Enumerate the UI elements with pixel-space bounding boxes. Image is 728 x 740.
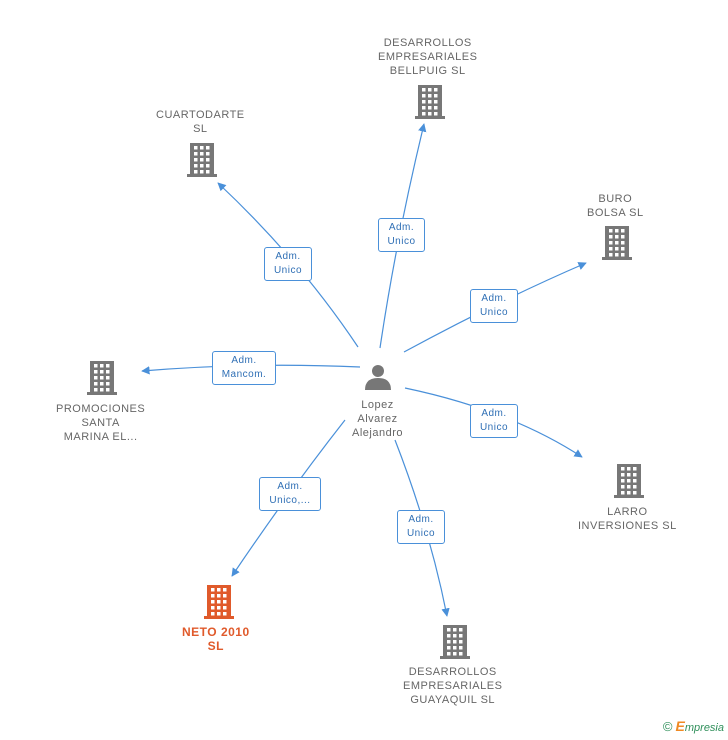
company-name-line: MARINA EL... [63, 431, 138, 443]
copyright-symbol: © [662, 719, 673, 734]
company-name-line: INVERSIONES SL [578, 520, 677, 532]
company-label-cuartodarte[interactable]: CUARTODARTE SL [156, 108, 245, 136]
building-icon [204, 585, 234, 619]
building-icon [614, 464, 644, 498]
edge-label-promociones-santa-marina[interactable]: Adm. Mancom. [212, 351, 276, 385]
edge-label-desarrollos-guayaquil[interactable]: Adm. Unico [397, 510, 445, 544]
person-name-line: Alejandro [352, 427, 403, 439]
person-name-line: Alvarez [357, 413, 398, 425]
company-name-line: NETO 2010 [182, 625, 250, 639]
building-icon [602, 226, 632, 260]
edge-label-line: Unico [273, 265, 303, 276]
edge-label-cuartodarte[interactable]: Adm. Unico [264, 247, 312, 281]
edge-label-line: Adm. [408, 514, 434, 525]
company-name-line: BELLPUIG SL [389, 65, 466, 77]
edge-label-neto-2010[interactable]: Adm. Unico,... [259, 477, 321, 511]
company-name-line: BOLSA SL [587, 207, 644, 219]
company-name-line: EMPRESARIALES [378, 51, 478, 63]
edge-label-line: Unico [479, 307, 509, 318]
brand-name: mpresia [684, 722, 724, 734]
edge-label-line: Mancom. [221, 369, 267, 380]
edge-label-line: Unico [406, 528, 436, 539]
company-label-desarrollos-guayaquil[interactable]: DESARROLLOS EMPRESARIALES GUAYAQUIL SL [403, 665, 502, 707]
company-name-line: CUARTODARTE [156, 109, 245, 121]
building-icon [415, 85, 445, 119]
company-name-line: PROMOCIONES [56, 403, 146, 415]
brand-initial: E [675, 718, 685, 734]
edge-label-line: Adm. [481, 408, 507, 419]
edge-label-line: Adm. [275, 251, 301, 262]
company-name-line: SL [193, 123, 208, 135]
company-label-desarrollos-bellpuig[interactable]: DESARROLLOS EMPRESARIALES BELLPUIG SL [378, 36, 477, 78]
company-name-line: DESARROLLOS [408, 666, 497, 678]
edge-label-line: Unico,... [269, 495, 311, 506]
edge-label-line: Unico [479, 422, 509, 433]
company-name-line: SL [207, 639, 224, 653]
person-icon [365, 365, 391, 390]
company-name-line: EMPRESARIALES [403, 680, 503, 692]
edge-label-desarrollos-bellpuig[interactable]: Adm. Unico [378, 218, 425, 252]
edge-label-line: Adm. [388, 222, 415, 233]
company-label-larro-inversiones[interactable]: LARRO INVERSIONES SL [578, 505, 677, 533]
company-name-line: DESARROLLOS [383, 37, 472, 49]
company-name-line: BURO [598, 193, 633, 205]
footer-brand: © Empresia [663, 718, 724, 734]
company-name-line: LARRO [607, 506, 648, 518]
edge-label-buro-bolsa[interactable]: Adm. Unico [470, 289, 518, 323]
edge-label-line: Unico [387, 236, 416, 247]
person-name-line: Lopez [361, 399, 394, 411]
company-label-buro-bolsa[interactable]: BURO BOLSA SL [587, 192, 644, 220]
company-label-promociones-santa-marina[interactable]: PROMOCIONES SANTA MARINA EL... [56, 402, 145, 444]
edge-label-line: Adm. [277, 481, 303, 492]
building-icon [440, 625, 470, 659]
edge-label-larro-inversiones[interactable]: Adm. Unico [470, 404, 518, 438]
company-name-line: SANTA [81, 417, 120, 429]
edge-label-line: Adm. [481, 293, 507, 304]
building-icon [87, 361, 117, 395]
company-name-line: GUAYAQUIL SL [410, 694, 496, 706]
building-icon [187, 143, 217, 177]
edge-label-line: Adm. [231, 355, 257, 366]
